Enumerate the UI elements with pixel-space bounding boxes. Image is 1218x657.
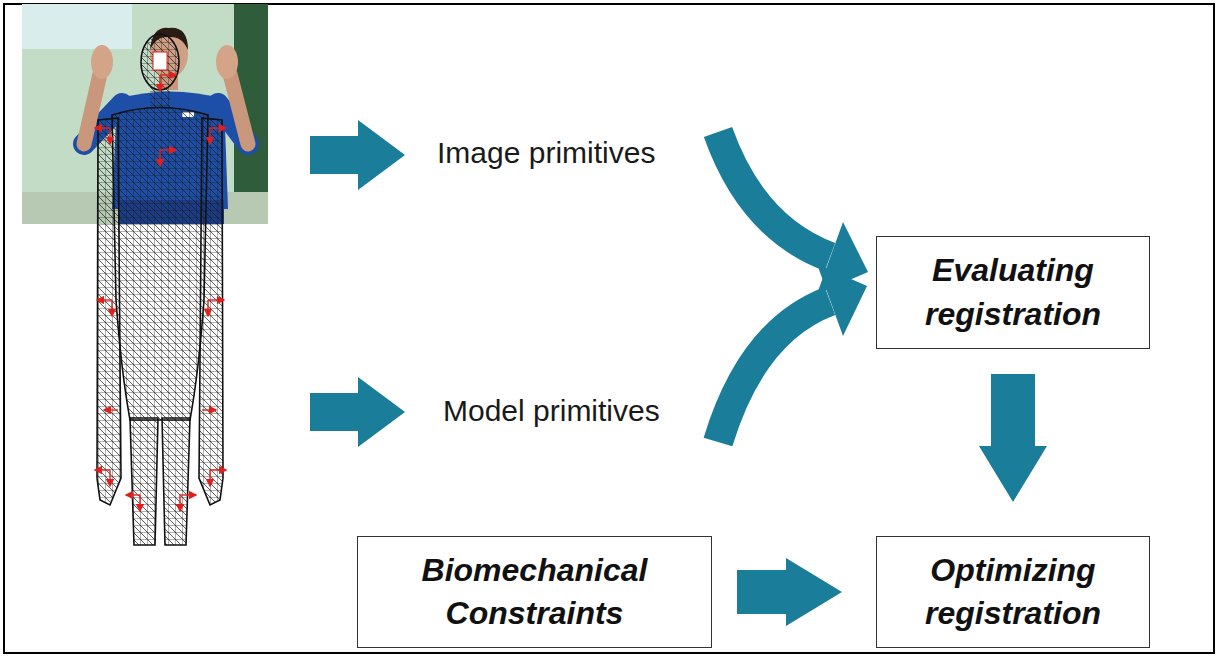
primitives-label: Model primitives	[443, 394, 660, 428]
process-box: Evaluating registration	[876, 236, 1150, 349]
input-arrow	[310, 120, 405, 190]
input-arrow	[310, 377, 405, 447]
box-label: Biomechanical Constraints	[372, 549, 697, 635]
merge-arrow	[718, 132, 830, 257]
box-label: Evaluating registration	[891, 249, 1135, 335]
block-arrow	[737, 558, 842, 626]
block-arrow	[979, 374, 1047, 502]
process-box: Optimizing registration	[876, 536, 1150, 648]
process-box: Biomechanical Constraints	[357, 536, 712, 648]
box-label: Optimizing registration	[891, 549, 1135, 635]
wireframe-model	[90, 30, 230, 550]
merge-arrow-head	[817, 264, 867, 336]
primitives-label: Image primitives	[437, 136, 655, 170]
merge-arrow	[718, 301, 830, 442]
